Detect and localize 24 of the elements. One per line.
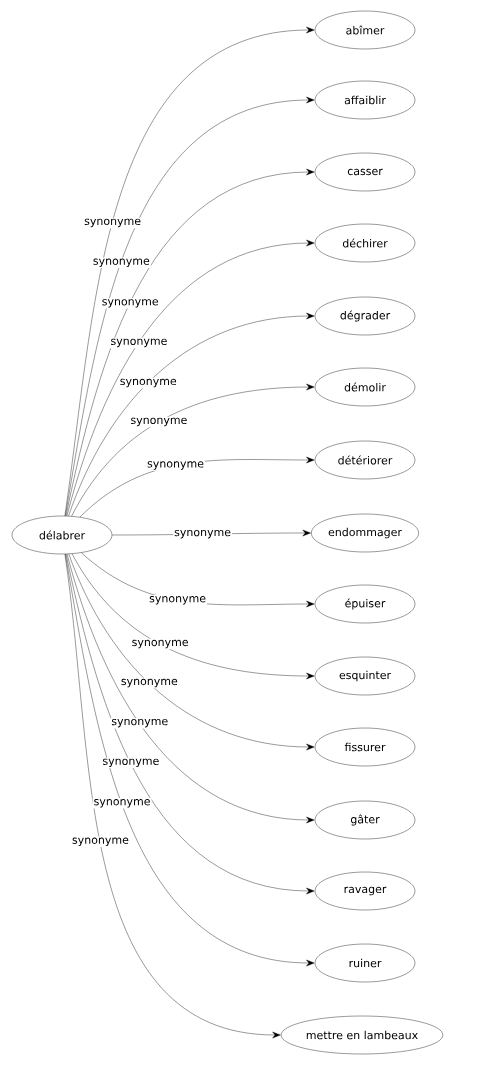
edge-label: synonyme	[119, 677, 179, 689]
arrow	[66, 239, 315, 517]
arrow	[64, 553, 281, 1039]
arrow	[68, 312, 315, 517]
edge-label: synonyme	[92, 798, 152, 809]
edge-label: synonyme	[100, 298, 160, 309]
arrow	[71, 553, 315, 680]
edge-label: synonyme	[146, 460, 205, 471]
edge-label: synonyme	[71, 836, 130, 848]
edge-label: synonyme	[173, 528, 233, 540]
arrow	[68, 553, 315, 751]
edge-label: synonyme	[129, 416, 189, 428]
arrow	[65, 553, 315, 895]
edge-label: synonyme	[118, 377, 178, 389]
edge-label: synonyme	[109, 337, 169, 349]
edge-label: synonyme	[83, 217, 143, 229]
arrow	[65, 168, 315, 517]
edge-label: synonyme	[110, 717, 170, 729]
edge-label: synonyme	[148, 595, 208, 606]
arrow	[71, 383, 315, 517]
edge-label: synonyme	[130, 638, 190, 650]
arrow	[66, 553, 315, 824]
edge-label: synonyme	[91, 257, 151, 268]
edge-label: synonyme	[101, 757, 161, 769]
